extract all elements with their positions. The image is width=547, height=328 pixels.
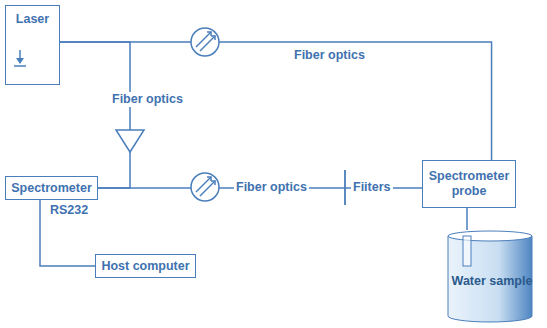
- device-box: Host computer: [95, 254, 196, 278]
- node-text: Water sample: [452, 274, 533, 289]
- fiber-connector: [60, 42, 492, 160]
- fiber-connector: [40, 200, 95, 266]
- part-label: Fiiters: [351, 180, 393, 195]
- connector-label: Fiber optics: [110, 92, 185, 107]
- node-text: Laser: [16, 12, 49, 27]
- device-box: Laser: [5, 5, 60, 85]
- optical-filter: [344, 170, 346, 205]
- sample-container: Water sample: [447, 230, 537, 322]
- cylinder-top: [448, 231, 532, 241]
- probe-tube: [463, 236, 471, 266]
- laser-symbol: [14, 50, 26, 66]
- node-text: Spectrometer: [11, 181, 92, 196]
- connector-label: Fiber optics: [234, 180, 309, 195]
- fiber-connector: [466, 208, 468, 230]
- node-text: Spectrometer probe: [427, 169, 511, 199]
- device-box: Spectrometer probe: [422, 160, 516, 208]
- node-text: Host computer: [101, 259, 189, 274]
- connector-label: Fiber optics: [292, 48, 367, 63]
- fiber-coupler: [191, 28, 219, 56]
- device-box: Spectrometer: [5, 176, 98, 200]
- cylinder-body: [448, 236, 532, 322]
- connector-label: RS232: [48, 203, 90, 218]
- fiber-splitter: [116, 130, 144, 152]
- fiber-coupler: [191, 173, 219, 201]
- fiber-connector: [60, 42, 130, 188]
